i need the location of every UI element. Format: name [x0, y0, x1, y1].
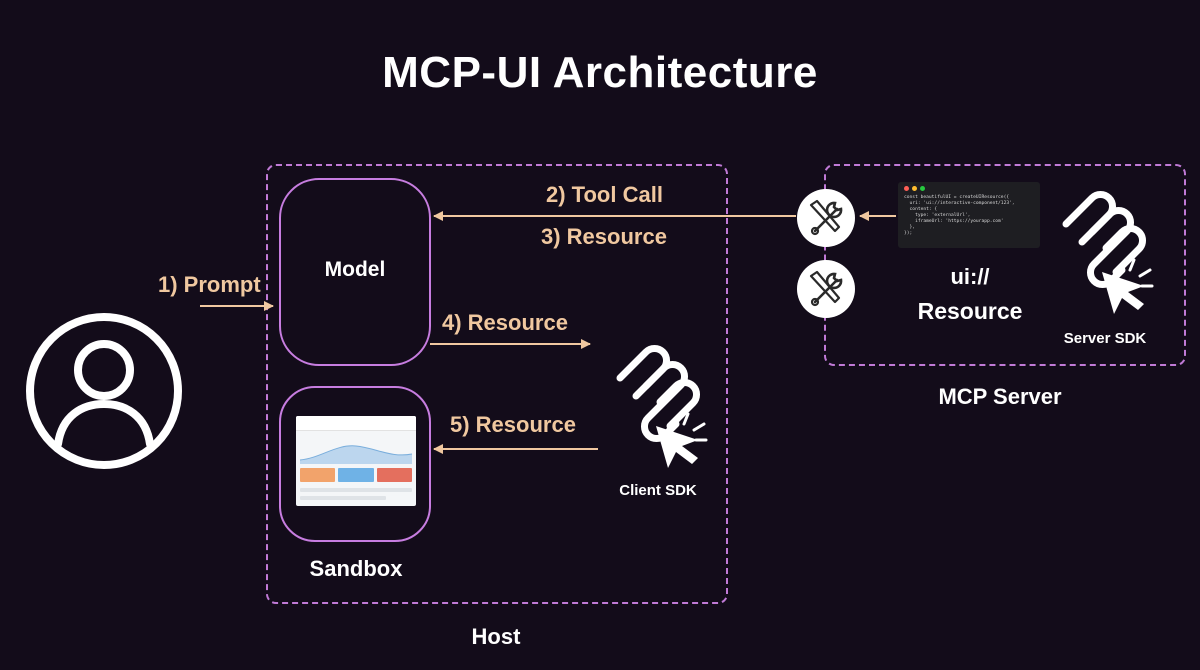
code-snippet-window: const beautifulUI = createUIResource({ u… — [898, 182, 1040, 248]
page-title: MCP-UI Architecture — [382, 48, 818, 97]
model-box — [279, 178, 431, 366]
user-circle-icon — [26, 313, 182, 469]
step-prompt-label: 1) Prompt — [158, 272, 261, 297]
mcp-server-label: MCP Server — [938, 384, 1062, 409]
host-container — [266, 164, 728, 604]
tool-icon — [797, 189, 855, 247]
code-line: iframeUrl: 'https://yourapp.com' — [904, 219, 1004, 224]
code-line: type: 'externalUrl', — [904, 213, 971, 218]
step-resource-5-label: 5) Resource — [450, 412, 576, 437]
code-line: content: { — [904, 207, 938, 212]
step-tool-call-label: 2) Tool Call — [546, 182, 663, 207]
code-line: }); — [904, 231, 913, 236]
sandbox-label: Sandbox — [309, 556, 403, 581]
resource-label: Resource — [917, 298, 1023, 324]
sandbox-preview — [296, 416, 416, 506]
sandbox-box — [279, 386, 431, 542]
host-label: Host — [471, 624, 521, 649]
client-sdk-label: Client SDK — [619, 482, 697, 499]
code-line: const beautifulUI = createUIResource({ — [904, 195, 1010, 200]
tool-icon — [797, 260, 855, 318]
client-sdk-logo-icon — [616, 345, 708, 468]
code-line: }, — [904, 225, 916, 230]
step-resource-4-label: 4) Resource — [442, 310, 568, 335]
model-label: Model — [324, 258, 386, 281]
step-resource-3-label: 3) Resource — [541, 224, 667, 249]
ui-scheme-label: ui:// — [950, 264, 990, 289]
server-sdk-logo-icon — [1062, 191, 1154, 314]
code-line: uri: 'ui://interactive-component/123', — [904, 201, 1015, 206]
server-sdk-label: Server SDK — [1063, 330, 1147, 347]
